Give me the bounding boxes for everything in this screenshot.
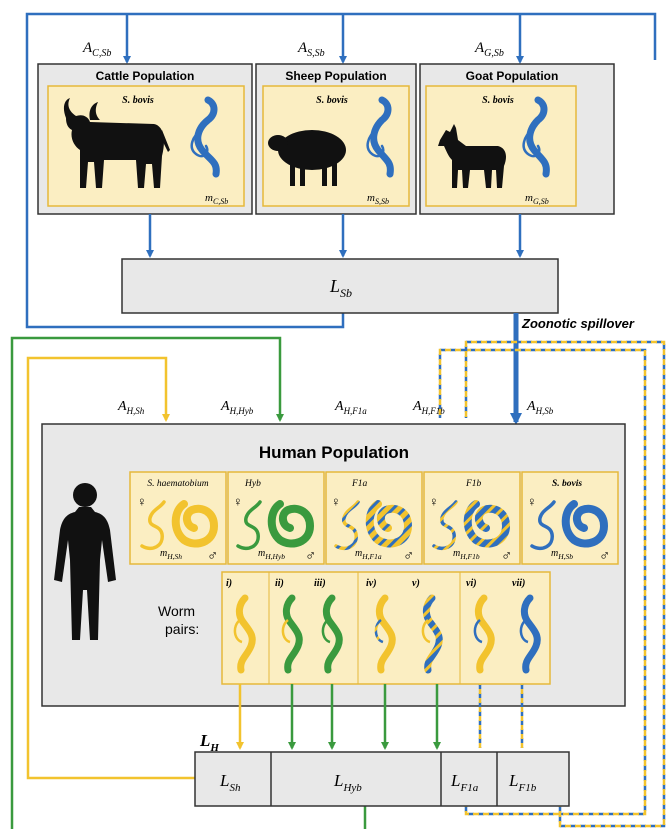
svg-text:iii): iii) <box>314 578 326 589</box>
species-name-f1b: F1b <box>465 479 482 489</box>
female-icon: ♀ <box>429 494 439 509</box>
male-icon: ♂ <box>403 547 414 564</box>
species-panel-sh: S. haematobium ♀ ♂ mH,Sh <box>130 472 226 564</box>
sheep-population-box: Sheep Population S. bovis mS,Sb <box>256 64 416 214</box>
svg-text:ii): ii) <box>275 578 284 589</box>
goat-title: Goat Population <box>466 69 559 83</box>
input-label-cattle: AC,Sb <box>82 40 111 59</box>
human-population-box: Human Population S. haematobium ♀ ♂ mH,S… <box>42 424 625 706</box>
female-icon: ♀ <box>527 494 537 509</box>
input-label-goat: AG,Sb <box>474 40 504 59</box>
cattle-population-box: Cattle Population S. bovis mC,Sb <box>38 64 252 214</box>
human-title: Human Population <box>259 443 409 462</box>
svg-text:i): i) <box>226 578 232 589</box>
cattle-species: S. bovis <box>122 95 154 106</box>
svg-text:vii): vii) <box>512 578 525 589</box>
human-input-label-sb: AH,Sb <box>526 399 554 416</box>
female-icon: ♀ <box>233 494 243 509</box>
male-icon: ♂ <box>501 547 512 564</box>
male-icon: ♂ <box>305 547 316 564</box>
human-reservoirs: LH LSh LHyb LF1a LF1b <box>195 731 569 806</box>
sheep-title: Sheep Population <box>285 69 386 83</box>
svg-text:v): v) <box>412 578 420 589</box>
svg-text:iv): iv) <box>366 578 377 589</box>
species-name-sb: S. bovis <box>552 479 582 489</box>
svg-text:vi): vi) <box>466 578 477 589</box>
lh-label: LH <box>199 731 219 754</box>
species-panel-hyb: Hyb ♀ ♂ mH,Hyb <box>228 472 324 564</box>
sheep-species: S. bovis <box>316 95 348 106</box>
goat-population-box: Goat Population S. bovis mG,Sb <box>420 64 614 214</box>
goat-species: S. bovis <box>482 95 514 106</box>
input-label-sheep: AS,Sb <box>297 40 325 59</box>
zoonotic-spillover-label: Zoonotic spillover <box>521 316 635 331</box>
species-name-sh: S. haematobium <box>147 479 208 489</box>
male-icon: ♂ <box>207 547 218 564</box>
species-panel-f1b: F1b ♀ ♂ mH,F1b <box>424 472 520 564</box>
female-icon: ♀ <box>137 494 147 509</box>
species-panel-sb: S. bovis ♀ ♂ mH,Sb <box>522 472 618 564</box>
human-input-label-hyb: AH,Hyb <box>220 399 254 416</box>
species-name-f1a: F1a <box>351 479 368 489</box>
human-input-label-f1a: AH,F1a <box>334 399 367 416</box>
male-icon: ♂ <box>599 547 610 564</box>
cattle-title: Cattle Population <box>96 69 195 83</box>
species-panel-f1a: F1a ♀ ♂ mH,F1a <box>326 472 422 564</box>
female-icon: ♀ <box>331 494 341 509</box>
animal-section: AC,Sb AS,Sb AG,Sb Cattle Population S. b… <box>27 14 655 327</box>
species-name-hyb: Hyb <box>244 479 261 489</box>
human-input-label-sh: AH,Sh <box>117 399 145 416</box>
